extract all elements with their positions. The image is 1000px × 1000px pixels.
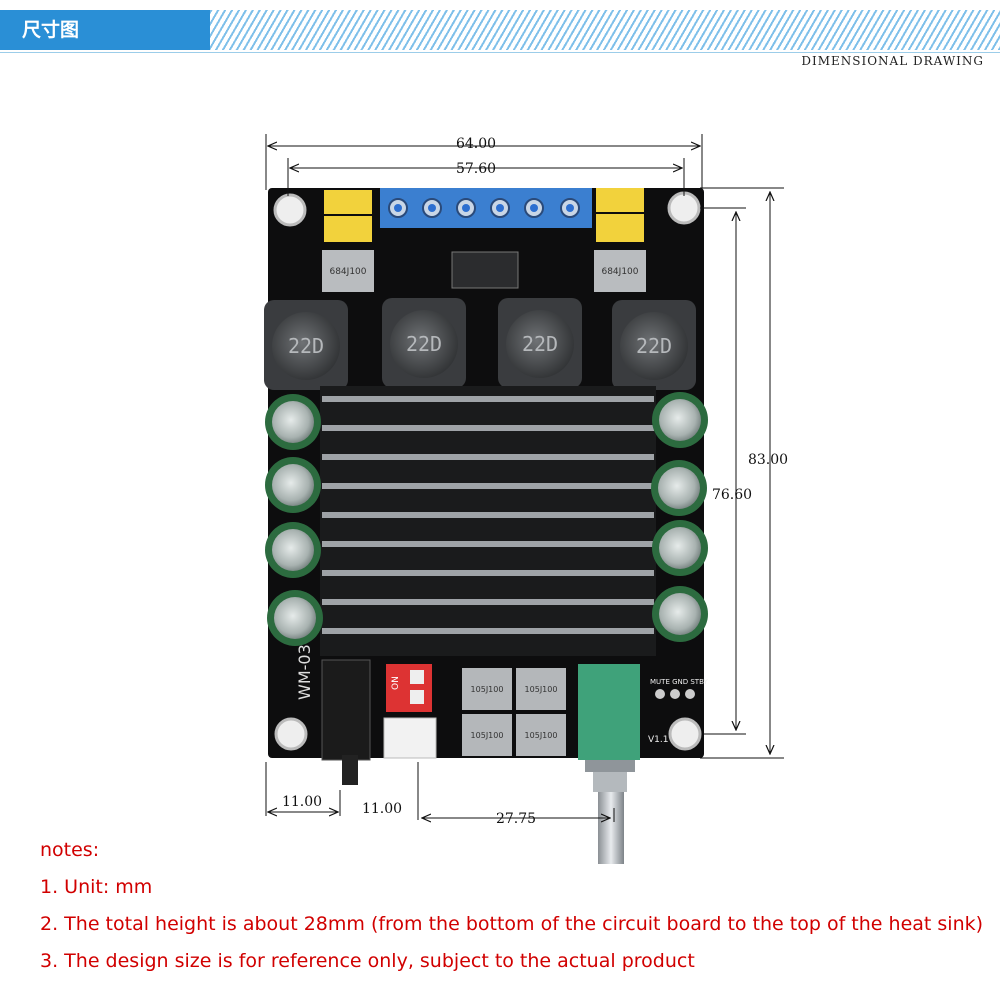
dimension-values: 64.00 57.60 83.00 76.60 11.00 11.00 27.7… bbox=[282, 136, 788, 827]
heat-sink bbox=[320, 386, 656, 656]
yellow-capacitors bbox=[324, 188, 644, 242]
dim-hole-height: 76.60 bbox=[712, 487, 752, 503]
inductor-core bbox=[506, 310, 574, 378]
capacitor-top bbox=[659, 593, 701, 635]
film-capacitor bbox=[596, 188, 644, 212]
small-capacitor-label: 105J100 bbox=[471, 685, 504, 694]
terminal-screw-head bbox=[496, 204, 504, 212]
notes-heading: notes: bbox=[40, 839, 100, 861]
inductor-core bbox=[272, 312, 340, 380]
inductor-core bbox=[620, 312, 688, 380]
film-capacitor bbox=[324, 190, 372, 214]
audio-jack-barrel bbox=[342, 755, 358, 785]
dim-bottom-mid: 11.00 bbox=[362, 801, 402, 817]
header-pin bbox=[670, 689, 680, 699]
heat-sink-fin bbox=[322, 512, 654, 518]
heat-sink-fin bbox=[322, 483, 654, 489]
inductor-label: 22D bbox=[522, 332, 558, 356]
note-item: 2. The total height is about 28mm (from … bbox=[40, 913, 984, 935]
header-bar: 尺寸图 bbox=[0, 10, 1000, 53]
power-connector bbox=[383, 717, 437, 759]
terminal-screw-head bbox=[462, 204, 470, 212]
note-item: 1. Unit: mm bbox=[40, 876, 153, 898]
heat-sink-fin bbox=[322, 396, 654, 402]
potentiometer-nut bbox=[585, 760, 635, 772]
dim-overall-height: 83.00 bbox=[748, 452, 788, 468]
heat-sink-fin bbox=[322, 454, 654, 460]
dim-hole-width: 57.60 bbox=[456, 161, 496, 177]
capacitor-top bbox=[658, 467, 700, 509]
grey-capacitor bbox=[594, 250, 646, 292]
dip-switch-label: ON bbox=[391, 676, 401, 690]
dim-bottom-right: 27.75 bbox=[496, 811, 536, 827]
small-capacitor-label: 105J100 bbox=[471, 731, 504, 740]
capacitor-top bbox=[274, 597, 316, 639]
inductor-core bbox=[390, 310, 458, 378]
inductors: 22D 22D 22D 22D bbox=[264, 298, 696, 390]
heat-sink-fin bbox=[322, 599, 654, 605]
header-title: 尺寸图 bbox=[0, 10, 210, 50]
small-capacitor bbox=[516, 668, 566, 710]
capacitor-top bbox=[659, 527, 701, 569]
cap-label: 684J100 bbox=[601, 267, 638, 277]
dim-bottom-left: 11.00 bbox=[282, 794, 322, 810]
heat-sink-fin bbox=[322, 425, 654, 431]
capacitor-top bbox=[272, 401, 314, 443]
header-stripes bbox=[210, 10, 1000, 50]
dip-switch-toggle bbox=[410, 690, 424, 704]
dimension-lines bbox=[265, 134, 784, 822]
cap-label: 684J100 bbox=[329, 267, 366, 277]
note-item: 3. The design size is for reference only… bbox=[40, 950, 695, 972]
heat-sink-fin bbox=[322, 628, 654, 634]
capacitor-top bbox=[272, 464, 314, 506]
inductor-label: 22D bbox=[636, 334, 672, 358]
mounting-hole bbox=[667, 191, 701, 225]
capacitor-top bbox=[659, 399, 701, 441]
mounting-hole bbox=[273, 193, 307, 227]
circuit-board: 684J100 684J100 22D 22D 22D 22D WM-03 ON 10… bbox=[264, 188, 709, 864]
dip-switch-toggle bbox=[410, 670, 424, 684]
header-label: MUTE GND STBY bbox=[650, 678, 709, 686]
mounting-holes bbox=[273, 191, 702, 751]
inductor-label: 22D bbox=[288, 334, 324, 358]
header-pin bbox=[655, 689, 665, 699]
header-rule bbox=[0, 52, 1000, 53]
electrolytic-capacitors bbox=[265, 392, 708, 646]
small-capacitors: 105J100 105J100 105J100 105J100 bbox=[462, 668, 566, 756]
header-pin bbox=[685, 689, 695, 699]
terminal-housing bbox=[380, 188, 592, 228]
small-capacitor-label: 105J100 bbox=[525, 685, 558, 694]
terminal-screw-head bbox=[394, 204, 402, 212]
inductor-label: 22D bbox=[406, 332, 442, 356]
terminal-block bbox=[380, 188, 592, 228]
potentiometer bbox=[578, 664, 640, 760]
heat-sink-fin bbox=[322, 541, 654, 547]
mounting-hole bbox=[274, 717, 308, 751]
small-capacitor bbox=[516, 714, 566, 756]
drawing-subtitle: DIMENSIONAL DRAWING bbox=[801, 54, 984, 68]
capacitor-top bbox=[272, 529, 314, 571]
model-label: WM-03 bbox=[295, 644, 314, 700]
small-capacitor bbox=[462, 714, 512, 756]
film-capacitor bbox=[596, 214, 644, 242]
dip-switch bbox=[386, 664, 432, 712]
potentiometer-shaft bbox=[598, 792, 624, 864]
regulator-chip bbox=[451, 251, 519, 289]
potentiometer-bushing bbox=[593, 772, 627, 792]
audio-jack bbox=[321, 659, 371, 761]
dim-overall-width: 64.00 bbox=[456, 136, 496, 152]
heat-sink-fin bbox=[322, 570, 654, 576]
terminal-screw-head bbox=[530, 204, 538, 212]
terminal-screw-head bbox=[566, 204, 574, 212]
terminal-screw-head bbox=[428, 204, 436, 212]
small-capacitor bbox=[462, 668, 512, 710]
film-capacitor bbox=[324, 216, 372, 242]
version-label: V1.1 bbox=[648, 735, 668, 745]
grey-capacitor bbox=[322, 250, 374, 292]
mounting-hole bbox=[668, 717, 702, 751]
small-capacitor-label: 105J100 bbox=[525, 731, 558, 740]
notes: notes: 1. Unit: mm 2. The total height i… bbox=[40, 832, 983, 980]
